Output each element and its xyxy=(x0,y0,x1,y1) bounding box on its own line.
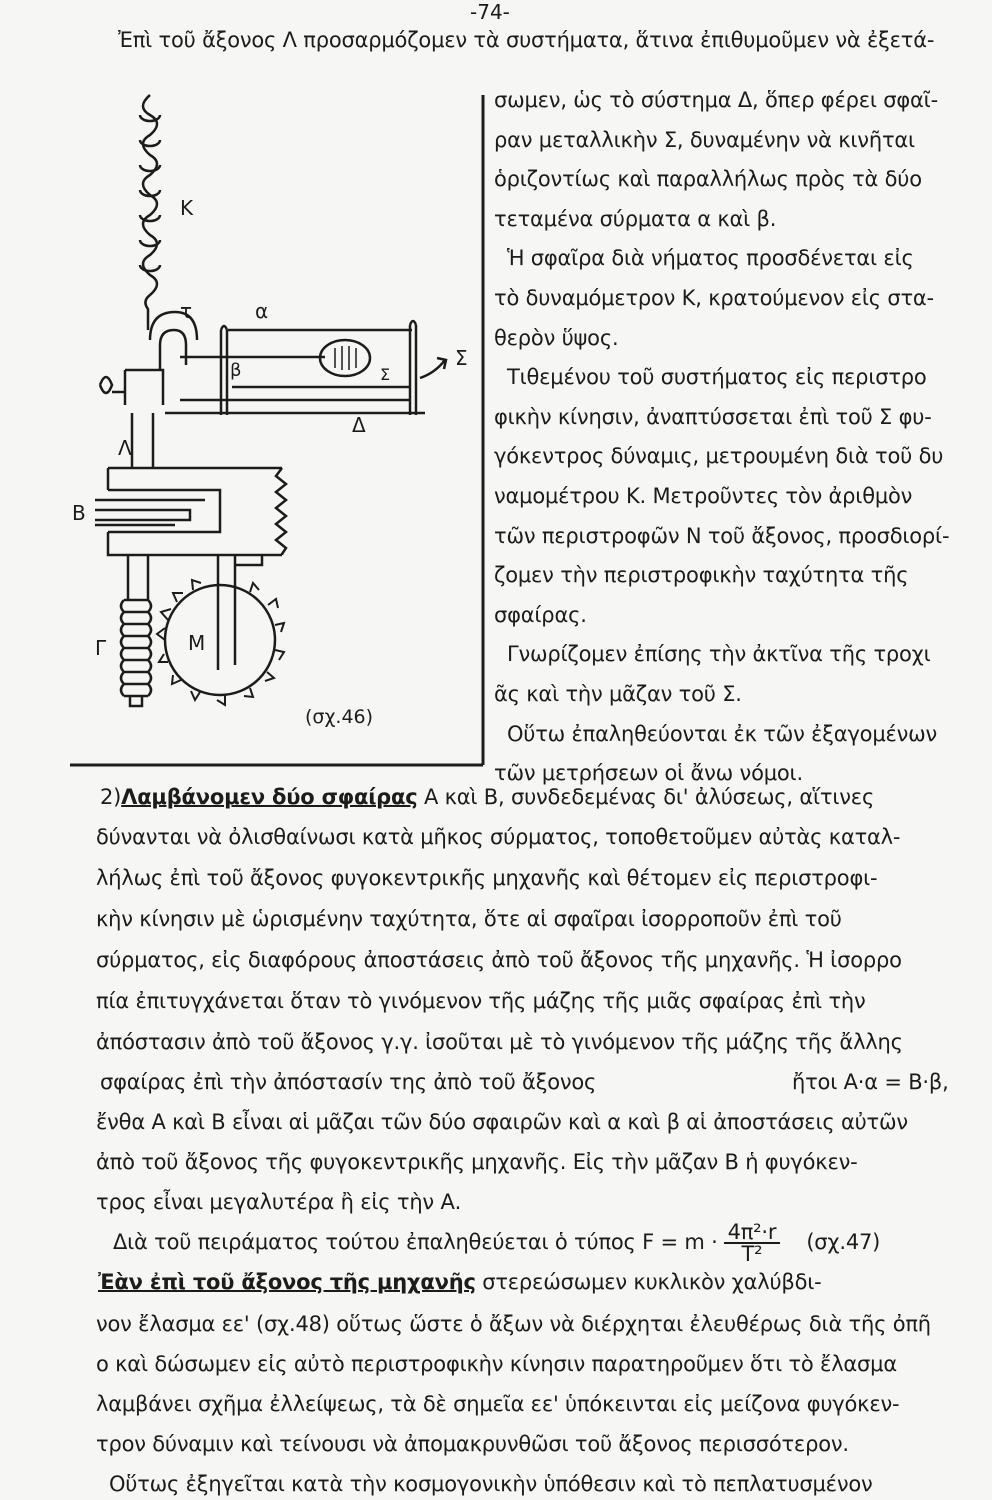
right-column-line: Τιθεμένου τοῦ συστήματος εἰς περιστρο xyxy=(494,365,927,390)
right-column-line: Ἡ σφαῖρα διὰ νήματος προσδένεται εἰς xyxy=(494,246,914,271)
label-sigma-arrow: Σ xyxy=(455,346,468,370)
figure-caption: (σχ.46) xyxy=(305,706,373,728)
label-beta: β xyxy=(230,360,242,381)
section3-line: νον ἔλασμα εε' (σχ.48) οὕτως ὥστε ὁ ἄξων… xyxy=(96,1312,931,1336)
right-column-line: τῶν μετρήσεων οἱ ἄνω νόμοι. xyxy=(494,761,803,786)
gear-M xyxy=(163,583,277,697)
label-gamma: Γ xyxy=(95,636,107,660)
label-B: Β xyxy=(72,501,86,525)
section2-line: κὴν κίνησιν μὲ ὡρισμένην ταχύτητα, ὅτε α… xyxy=(96,907,842,931)
intro-line: Ἐπὶ τοῦ ἄξονος Λ προσαρμόζομεν τὰ συστήμ… xyxy=(118,28,935,52)
label-sigma: Σ xyxy=(380,365,390,384)
label-K: Κ xyxy=(180,196,194,220)
right-column-line: θερὸν ὕψος. xyxy=(494,325,619,350)
frame-alpha xyxy=(219,319,418,415)
section3-line: Οὕτως ἐξηγεῖται κατὰ τὴν κοσμογονικὴν ὑπ… xyxy=(96,1472,873,1496)
right-column-line: Οὕτω ἐπαληθεύονται ἐκ τῶν ἐξαγομένων xyxy=(494,721,938,746)
label-delta: Δ xyxy=(352,413,366,437)
section2-line: δύνανται νὰ ὀλισθαίνωσι κατὰ μῆκος σύρμα… xyxy=(96,825,901,849)
section2-line: λήλως ἐπὶ τοῦ ἄξονος φυγοκεντρικῆς μηχαν… xyxy=(96,866,878,890)
section2-first-line: 2)Λαμβάνομεν δύο σφαίρας Α καὶ Β, συνδεδ… xyxy=(100,783,874,811)
formula-text: Διὰ τοῦ πειράματος τούτου ἐπαληθεύεται ὁ… xyxy=(100,1230,718,1254)
right-column-line: ᾶς καὶ τὴν μᾶζαν τοῦ Σ. xyxy=(494,682,742,706)
label-alpha: α xyxy=(255,299,268,323)
dynamometer-spring xyxy=(141,94,159,330)
label-lambda: Λ xyxy=(118,436,132,460)
equation: ἤτοι Α·α = Β·β, xyxy=(792,1070,949,1094)
section2-line: ἔνθα Α καὶ Β εἶναι αἱ μᾶζαι τῶν δύο σφαι… xyxy=(96,1110,908,1134)
section3-line: ο καὶ δώσωμεν εἰς αὐτὸ περιστροφικὴν κίν… xyxy=(96,1352,897,1376)
formula-line: Διὰ τοῦ πειράματος τούτου ἐπαληθεύεται ὁ… xyxy=(100,1222,881,1266)
section2-heading: Λαμβάνομεν δύο σφαίρας xyxy=(121,785,418,809)
section3-line: τρον δύναμιν καὶ τείνουσι νὰ ἀπομακρυνθῶ… xyxy=(96,1432,849,1456)
label-M: Μ xyxy=(188,631,205,655)
right-column-line: σωμεν, ὡς τὸ σύστημα Δ, ὅπερ φέρει σφαῖ- xyxy=(494,88,938,112)
right-column-line: γόκεντρος δύναμις, μετρουμένη διὰ τοῦ δυ xyxy=(494,444,944,469)
pulley-tau xyxy=(148,310,199,370)
section2-line: ἀπὸ τοῦ ἄξονος τῆς φυγοκεντρικῆς μηχανῆς… xyxy=(96,1150,858,1174)
formula-denominator: T² xyxy=(741,1242,763,1266)
figure-ref-47: (σχ.47) xyxy=(806,1230,881,1254)
section2-number: 2) xyxy=(100,785,122,809)
section2-line: τρος εἶναι μεγαλυτέρα ἢ εἰς τὴν Α. xyxy=(96,1190,462,1214)
zigzag-spring xyxy=(273,467,289,555)
section3-line: λαμβάνει σχῆμα ἐλλείψεως, τὰ δὲ σημεῖα ε… xyxy=(96,1392,900,1416)
section3-heading: Ἐὰν ἐπὶ τοῦ ἄξονος τῆς μηχανῆς xyxy=(98,1270,476,1294)
spring-coils xyxy=(138,114,162,273)
right-column-line: ραν μεταλλικὴν Σ, δυναμένην νὰ κινῆται xyxy=(494,127,915,152)
gear-teeth xyxy=(155,578,286,707)
formula-numerator: 4π²·r xyxy=(723,1222,781,1244)
page-number: -74- xyxy=(470,0,510,24)
sphere-hatching xyxy=(334,346,357,370)
knob xyxy=(98,368,165,405)
section3-first-line-text: στερεώσωμεν κυκλικὸν χαλύβδι- xyxy=(475,1270,822,1294)
section2-first-line-text: Α καὶ Β, συνδεδεμένας δι' ἀλύσεως, αἵτιν… xyxy=(417,785,875,809)
sphere-sigma xyxy=(318,338,372,378)
worm-gear-gamma xyxy=(119,598,153,708)
right-column-line: ὁριζοντίως καὶ παραλλήλως πρὸς τὰ δύο xyxy=(494,167,922,192)
right-column-line: ζομεν τὴν περιστροφικὴν ταχύτητα τῆς xyxy=(494,563,909,588)
section2-line: πία ἐπιτυγχάνεται ὅταν τὸ γινόμενον τῆς … xyxy=(96,989,866,1013)
equation-line: σφαίρας ἐπὶ τὴν ἀπόστασίν της ἀπὸ τοῦ ἄξ… xyxy=(100,1068,949,1096)
right-column-line: σφαίρας. xyxy=(494,602,587,627)
shaft-lambda xyxy=(130,413,155,468)
figure-border xyxy=(70,95,485,767)
section3-first-line: Ἐὰν ἐπὶ τοῦ ἄξονος τῆς μηχανῆς στερεώσωμ… xyxy=(98,1268,822,1296)
right-column-line: φικὴν κίνησιν, ἀναπτύσσεται ἐπὶ τοῦ Σ φυ… xyxy=(494,404,932,429)
right-column-line: τεταμένα σύρματα α καὶ β. xyxy=(494,206,777,231)
right-column-line: τὸ δυναμόμετρον Κ, κρατούμενον εἰς στα- xyxy=(494,286,934,310)
figure-46: Κ τ α β Σ Σ Δ Λ Β Γ Μ (σχ.46) xyxy=(70,94,485,767)
right-column-line: Γνωρίζομεν ἐπίσης τὴν ἀκτῖνα τῆς τροχι xyxy=(494,642,931,667)
wire-beta xyxy=(165,355,425,415)
equation-line-text: σφαίρας ἐπὶ τὴν ἀπόστασίν της ἀπὸ τοῦ ἄξ… xyxy=(100,1070,597,1094)
lower-shafts xyxy=(126,555,264,670)
right-column-line: τῶν περιστροφῶν Ν τοῦ ἄξονος, προσδιορί- xyxy=(494,523,950,548)
label-tau: τ xyxy=(180,299,192,323)
block-B xyxy=(95,466,282,557)
arrow-sigma xyxy=(419,356,448,380)
right-column-line: ναμομέτρου Κ. Μετροῦντες τὸν ἀριθμὸν xyxy=(494,484,913,508)
section2-line: ἀπόστασιν ἀπὸ τοῦ ἄξονος γ.γ. ἰσοῦται μὲ… xyxy=(96,1030,903,1054)
section2-line: σύρματος, εἰς διαφόρους ἀποστάσεις ἀπὸ τ… xyxy=(96,948,902,972)
